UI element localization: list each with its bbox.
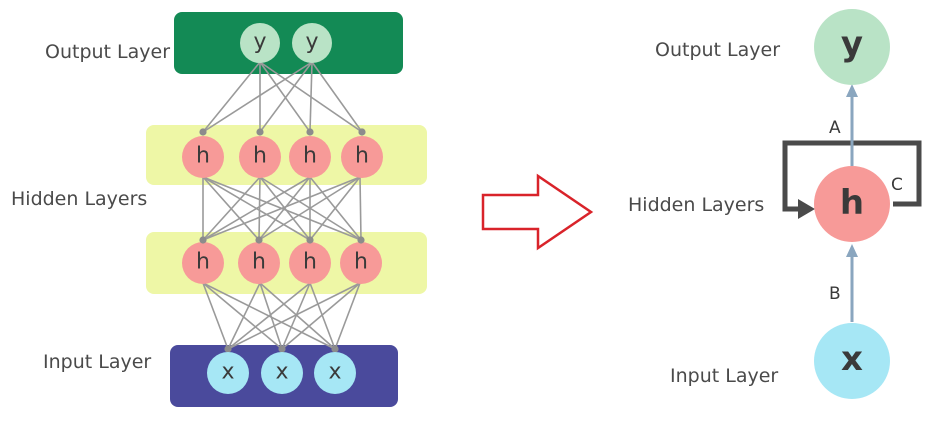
hidden-node-label: h [355,144,369,169]
rnn-input-node [814,323,890,399]
rnn-hidden-node-label: h [840,183,864,223]
edge-a-arrowhead [846,84,858,97]
output-node [292,23,332,63]
transform-arrow [481,173,594,251]
recurrence-loop-arrowhead [798,199,815,219]
rnn-hidden-layers-label: Hidden Layers [628,194,764,216]
rnn-input-node-label: x [841,339,863,379]
hidden-layer-1-nodes: h h h h [182,136,383,178]
hidden-node-label: h [303,250,317,275]
rnn-output-node-label: y [841,24,863,64]
hidden-node-label: h [354,250,368,275]
hidden-node-label: h [252,250,266,275]
rnn-hidden-node [814,166,890,242]
hidden-node-label: h [196,250,210,275]
recurrent-network: y h x A B C Output Layer Hidden Layers I… [628,9,922,399]
connection-dots [199,128,366,353]
edge-b-arrowhead [846,244,858,257]
input-node [314,352,356,394]
hidden-node [340,242,382,284]
rnn-input-layer-label: Input Layer [670,365,778,387]
rnn-output-node [814,9,890,85]
hidden-layer-2-nodes: h h h h [182,242,382,284]
connections [202,61,363,350]
input-nodes: x x x [207,352,356,394]
input-node [207,352,249,394]
input-node-label: x [275,360,288,385]
output-nodes: y y [240,23,332,63]
hidden-node [289,242,331,284]
input-layer-label: Input Layer [43,351,151,373]
edge-b-label: B [829,284,841,304]
output-node-label: y [253,30,266,55]
rnn-output-layer-label: Output Layer [655,39,780,61]
loop-c-label: C [891,175,903,195]
output-layer-band [174,12,403,74]
edge-a-label: A [829,118,841,138]
input-node [261,352,303,394]
input-node-label: x [328,360,341,385]
output-layer-label: Output Layer [45,41,170,63]
hidden-node [182,136,224,178]
feedforward-network: y y h h h h h h h h [11,12,427,407]
output-node-label: y [305,30,318,55]
hidden-node [182,242,224,284]
hidden-node-label: h [253,144,267,169]
hidden-node [238,242,280,284]
output-node [240,23,280,63]
hidden-node [289,136,331,178]
input-node-label: x [221,360,234,385]
hidden-layers-label: Hidden Layers [11,188,147,210]
hidden-node-label: h [303,144,317,169]
hidden-node [239,136,281,178]
hidden-node-label: h [196,144,210,169]
hidden-node [341,136,383,178]
